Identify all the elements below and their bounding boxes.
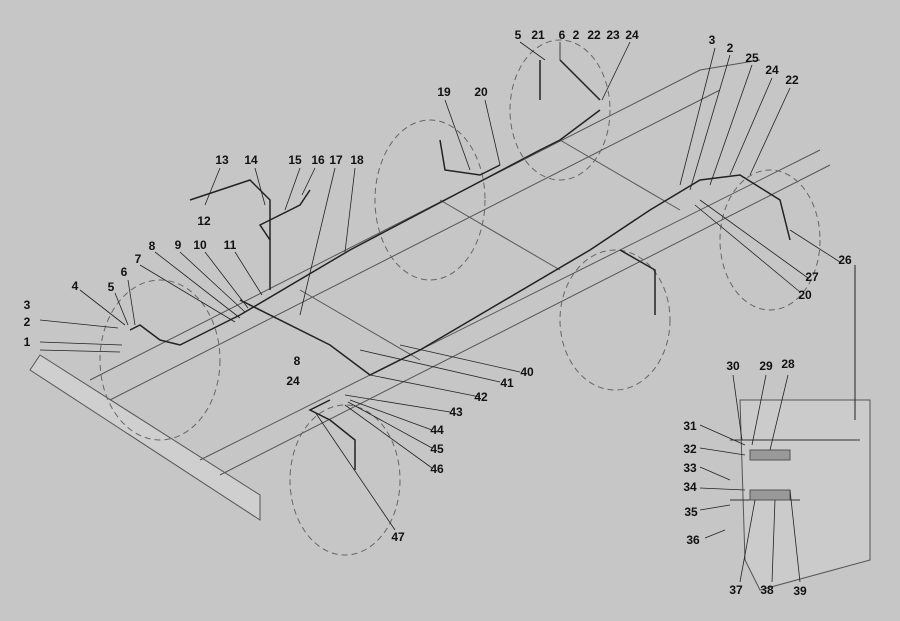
part-label: 14 <box>244 153 258 167</box>
part-label: 37 <box>729 583 743 597</box>
part-label: 34 <box>683 480 697 494</box>
part-label: 35 <box>684 505 698 519</box>
part-label: 22 <box>785 73 799 87</box>
part-label: 27 <box>805 270 819 284</box>
part-label: 9 <box>174 238 182 252</box>
part-label: 30 <box>726 359 740 373</box>
part-label: 5 <box>514 28 522 42</box>
part-label: 8 <box>293 354 301 368</box>
part-label: 28 <box>781 357 795 371</box>
hub-detail <box>730 265 871 591</box>
part-label: 47 <box>391 530 405 544</box>
part-label: 19 <box>437 85 451 99</box>
part-label: 40 <box>520 365 534 379</box>
part-label: 24 <box>765 63 779 77</box>
part-label: 21 <box>531 28 545 42</box>
part-label: 26 <box>838 253 852 267</box>
part-label: 2 <box>726 41 734 55</box>
part-label: 6 <box>558 28 566 42</box>
part-label: 42 <box>474 390 488 404</box>
part-label: 29 <box>759 359 773 373</box>
part-label: 3 <box>23 298 31 312</box>
part-label: 2 <box>572 28 580 42</box>
part-label: 3 <box>708 33 716 47</box>
part-label: 5 <box>107 280 115 294</box>
part-label: 33 <box>683 461 697 475</box>
part-label: 2 <box>23 315 31 329</box>
part-label: 7 <box>134 252 142 266</box>
part-label: 15 <box>288 153 302 167</box>
part-label: 17 <box>329 153 343 167</box>
part-label: 11 <box>223 238 237 252</box>
part-label: 46 <box>430 462 444 476</box>
part-label: 24 <box>286 374 300 388</box>
part-label: 44 <box>430 423 444 437</box>
part-label: 4 <box>71 279 79 293</box>
part-label: 18 <box>350 153 364 167</box>
part-label: 31 <box>683 419 697 433</box>
brake-lines <box>129 59 791 470</box>
part-label: 24 <box>625 28 639 42</box>
part-label: 45 <box>430 442 444 456</box>
wheels <box>99 39 821 556</box>
leader-lines <box>39 41 841 583</box>
part-label: 8 <box>148 239 156 253</box>
part-label: 12 <box>197 214 211 228</box>
part-label: 13 <box>215 153 229 167</box>
part-label: 10 <box>193 238 207 252</box>
part-label: 23 <box>606 28 620 42</box>
part-label: 20 <box>474 85 488 99</box>
part-label: 25 <box>745 51 759 65</box>
part-label: 36 <box>686 533 700 547</box>
part-label: 38 <box>760 583 774 597</box>
part-label: 32 <box>683 442 697 456</box>
part-label: 22 <box>587 28 601 42</box>
part-label: 6 <box>120 265 128 279</box>
part-label: 39 <box>793 584 807 598</box>
part-label: 1 <box>23 335 31 349</box>
part-label: 16 <box>311 153 325 167</box>
part-label: 41 <box>500 376 514 390</box>
part-label: 43 <box>449 405 463 419</box>
part-label: 20 <box>798 288 812 302</box>
